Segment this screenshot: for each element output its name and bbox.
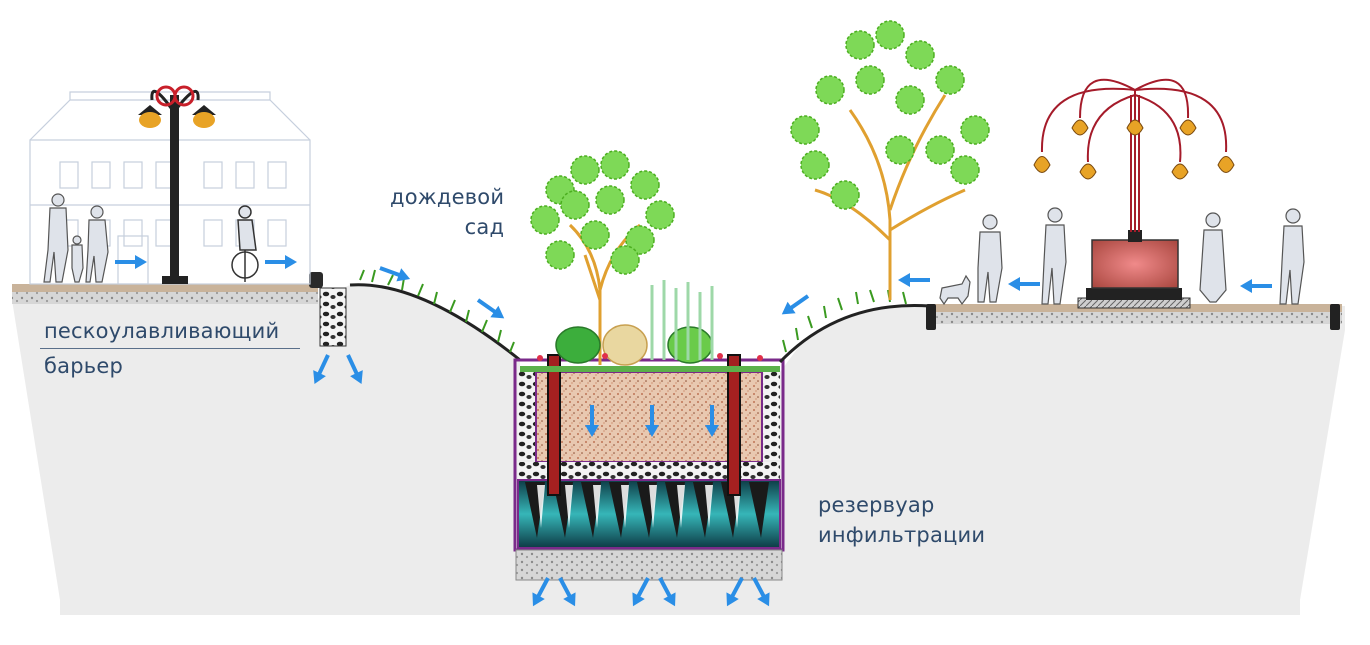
sand-trap-barrier [309,272,347,347]
left-pavement [12,284,318,304]
rain-garden-label-line1: дождевой [390,185,505,209]
pedestrian-family-icon [43,193,109,283]
chandelier-lamp-icon [1033,78,1235,309]
street-lamp-icon [138,85,216,284]
sand-barrier-label-line2: барьер [44,354,123,378]
rain-garden-label: дождевой сад [390,182,504,242]
flow-arrow-icon [113,253,149,271]
tree-icon [530,150,675,365]
flow-arrow-icon [1238,277,1274,295]
dog-icon [939,274,971,306]
pedestrian-icon [977,207,1305,305]
reservoir-label-line2: инфильтрации [818,523,986,547]
rain-garden-basin [513,354,785,581]
label-divider [40,348,300,349]
infiltration-reservoir-label: резервуар инфильтрации [818,490,985,550]
flow-arrow-icon [263,253,299,271]
left-slope-grass [349,269,521,362]
flow-arrow-icon [1006,275,1042,293]
tree-icon [790,20,990,300]
flow-arrow-icon [896,271,932,289]
right-slope-grass [778,289,931,364]
sand-barrier-label-line1: пескоулавливающий [44,319,280,343]
rain-garden-label-line2: сад [464,215,505,239]
flow-arrow-icon [375,259,415,288]
cyclist-icon [231,205,259,282]
sand-barrier-label: пескоулавливающий барьер [40,316,300,381]
garden-shrubs [537,280,763,366]
flow-arrow-icon [775,288,815,323]
flow-arrow-icon [471,292,511,327]
reservoir-label-line1: резервуар [818,493,935,517]
